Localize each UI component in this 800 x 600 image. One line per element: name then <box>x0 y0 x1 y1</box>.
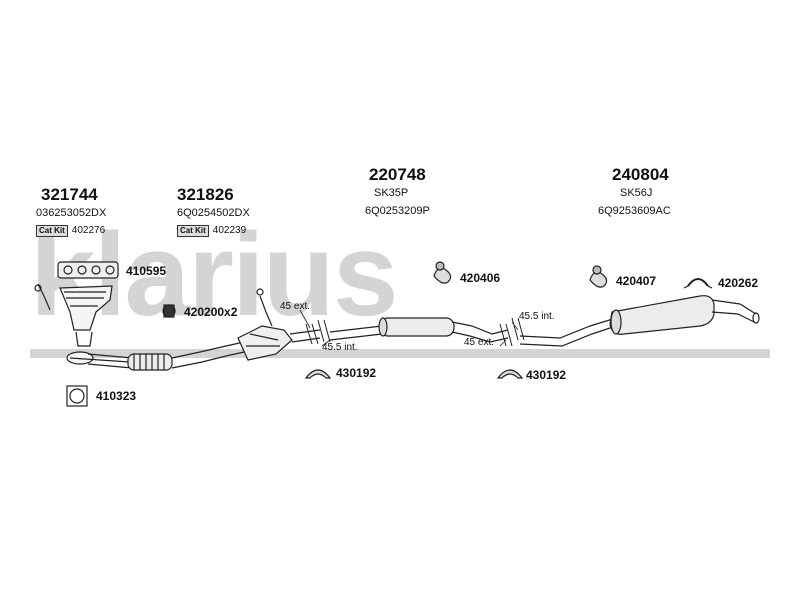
part-number-240804: 240804 <box>612 165 669 184</box>
rear-silencer-drawing <box>519 295 760 347</box>
spring-bolts-drawing <box>162 304 176 318</box>
catkit-badge: Cat Kit <box>177 225 209 237</box>
label-410323: 410323 <box>96 389 137 403</box>
catkit-402276: Cat Kit 402276 <box>36 225 105 237</box>
label-420406: 420406 <box>460 271 501 285</box>
label-410595: 410595 <box>126 264 167 278</box>
mount-420406-drawing <box>433 261 452 284</box>
gasket-ring-drawing <box>66 385 88 407</box>
front-pipe-drawing <box>171 341 245 369</box>
watermark-underline <box>30 349 770 358</box>
ref-SK56J: SK56J <box>620 187 653 199</box>
catkit-402239: Cat Kit 402239 <box>177 225 246 237</box>
clamp-1-drawing <box>304 369 332 379</box>
dim-45-ext-1: 45 ext. <box>280 301 311 312</box>
pipe-section-1-drawing <box>289 329 321 343</box>
label-420407: 420407 <box>616 274 657 288</box>
part-number-321744: 321744 <box>41 185 98 204</box>
catalyst-drawing <box>237 288 293 361</box>
label-420200x2: 420200x2 <box>184 305 238 319</box>
label-430192-b: 430192 <box>526 368 567 382</box>
centre-silencer-drawing <box>329 317 509 343</box>
catkit-number: 402239 <box>212 225 247 236</box>
oem-ref-6Q0254502DX: 6Q0254502DX <box>177 207 250 219</box>
oem-ref-6Q9253609AC: 6Q9253609AC <box>598 205 671 217</box>
part-number-321826: 321826 <box>177 185 234 204</box>
catkit-badge: Cat Kit <box>36 225 68 237</box>
joint-marks-1-drawing <box>305 319 331 345</box>
front-flange-drawing <box>66 351 133 369</box>
ref-SK35P: SK35P <box>374 187 409 199</box>
oem-ref-6Q0253209P: 6Q0253209P <box>365 205 430 217</box>
oem-ref-036253052DX: 036253052DX <box>36 207 107 219</box>
label-420262: 420262 <box>718 276 759 290</box>
hanger-420262-drawing <box>683 278 713 289</box>
label-430192-a: 430192 <box>336 366 377 380</box>
dim-45-5-int-2: 45.5 int. <box>519 311 555 322</box>
dim-45-ext-2: 45 ext. <box>464 337 495 348</box>
dim-45-5-int-1: 45.5 int. <box>322 342 358 353</box>
manifold-gasket-drawing <box>57 261 119 279</box>
joint-marks-2-drawing <box>499 317 525 347</box>
catkit-number: 402276 <box>71 225 106 236</box>
dimension-leaders <box>299 309 519 347</box>
mount-420407-drawing <box>589 265 608 288</box>
manifold-catalyst-drawing <box>34 283 113 347</box>
part-number-220748: 220748 <box>369 165 426 184</box>
flexi-pipe-drawing <box>127 353 173 371</box>
clamp-2-drawing <box>496 369 524 379</box>
